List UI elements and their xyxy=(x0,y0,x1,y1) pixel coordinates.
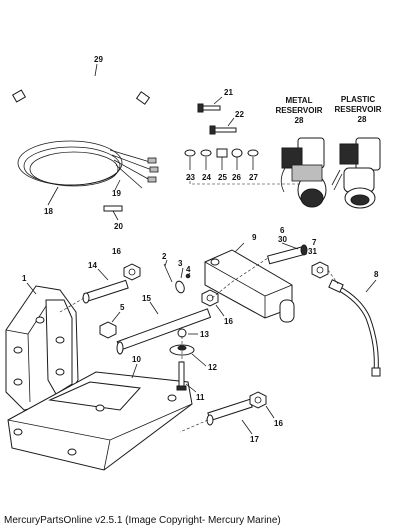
callout-7: 7 xyxy=(312,238,317,247)
callout-29: 29 xyxy=(94,55,103,64)
callout-11: 11 xyxy=(196,393,205,402)
part-16-nut-middle xyxy=(201,289,225,317)
callout-31: 31 xyxy=(308,247,317,256)
callout-4: 4 xyxy=(186,265,191,274)
callout-22: 22 xyxy=(235,110,244,119)
part-23-27-washers xyxy=(184,148,259,170)
callout-30: 30 xyxy=(278,235,287,244)
part-21-22-screws xyxy=(197,96,237,135)
part-20-fitting xyxy=(103,205,123,221)
part-7-nut xyxy=(311,261,329,279)
plastic-reservoir-callout: 28 xyxy=(358,115,367,124)
part-9-bracket xyxy=(204,242,295,323)
callout-21: 21 xyxy=(224,88,233,97)
part-2-3-4-hardware xyxy=(163,259,191,294)
callout-12: 12 xyxy=(208,363,217,372)
callout-8: 8 xyxy=(374,270,379,279)
part-6-pin xyxy=(266,242,308,265)
part-29-hose xyxy=(11,63,151,105)
part-11-bolt xyxy=(176,361,197,393)
part-8-hydraulic-line xyxy=(328,279,381,377)
callout-26: 26 xyxy=(232,173,241,182)
metal-reservoir-label-line-1: METAL xyxy=(286,96,313,105)
part-13-washer xyxy=(177,328,198,338)
callout-19: 19 xyxy=(112,189,121,198)
callout-16-bottom: 16 xyxy=(274,419,283,428)
plastic-reservoir-label-line-1: PLASTIC xyxy=(341,95,375,104)
callout-27: 27 xyxy=(249,173,258,182)
callout-1: 1 xyxy=(22,274,27,283)
callout-17: 17 xyxy=(250,435,259,444)
callout-25: 25 xyxy=(218,173,227,182)
part-17-pin xyxy=(206,398,253,435)
callout-15: 15 xyxy=(142,294,151,303)
metal-reservoir-label-line-2: RESERVOIR xyxy=(276,106,323,115)
part-28-metal-reservoir-pump xyxy=(280,137,327,208)
callout-2: 2 xyxy=(162,252,167,261)
assembly-center-lines xyxy=(59,176,339,433)
part-5-bushing xyxy=(99,311,121,339)
part-15-pivot-pin xyxy=(116,301,212,355)
metal-reservoir-callout: 28 xyxy=(295,116,304,125)
callout-13: 13 xyxy=(200,330,209,339)
callout-24: 24 xyxy=(202,173,211,182)
callout-3: 3 xyxy=(178,259,183,268)
callout-10: 10 xyxy=(132,355,141,364)
plastic-reservoir-label-line-2: RESERVOIR xyxy=(335,105,382,114)
part-14-pin xyxy=(82,268,129,304)
callout-14: 14 xyxy=(88,261,97,270)
exploded-parts-diagram: METAL RESERVOIR 28 PLASTIC RESERVOIR 28 … xyxy=(5,55,382,471)
callout-18: 18 xyxy=(44,207,53,216)
callout-23: 23 xyxy=(186,173,195,182)
part-16-nut-bottom xyxy=(249,391,275,419)
callout-5: 5 xyxy=(120,303,125,312)
part-18-hose-coil xyxy=(17,140,159,206)
callout-6: 6 xyxy=(280,226,285,235)
callout-20: 20 xyxy=(114,222,123,231)
part-16-nut-top xyxy=(123,263,141,281)
callout-16-middle: 16 xyxy=(224,317,233,326)
part-1-main-bracket xyxy=(5,282,79,411)
copyright-footer: MercuryPartsOnline v2.5.1 (Image Copyrig… xyxy=(4,515,281,526)
part-10-base-plate xyxy=(7,363,193,471)
callout-16-top: 16 xyxy=(112,247,121,256)
part-28-plastic-reservoir-pump xyxy=(331,137,381,209)
part-12-disc xyxy=(169,344,207,367)
callout-9: 9 xyxy=(252,233,257,242)
